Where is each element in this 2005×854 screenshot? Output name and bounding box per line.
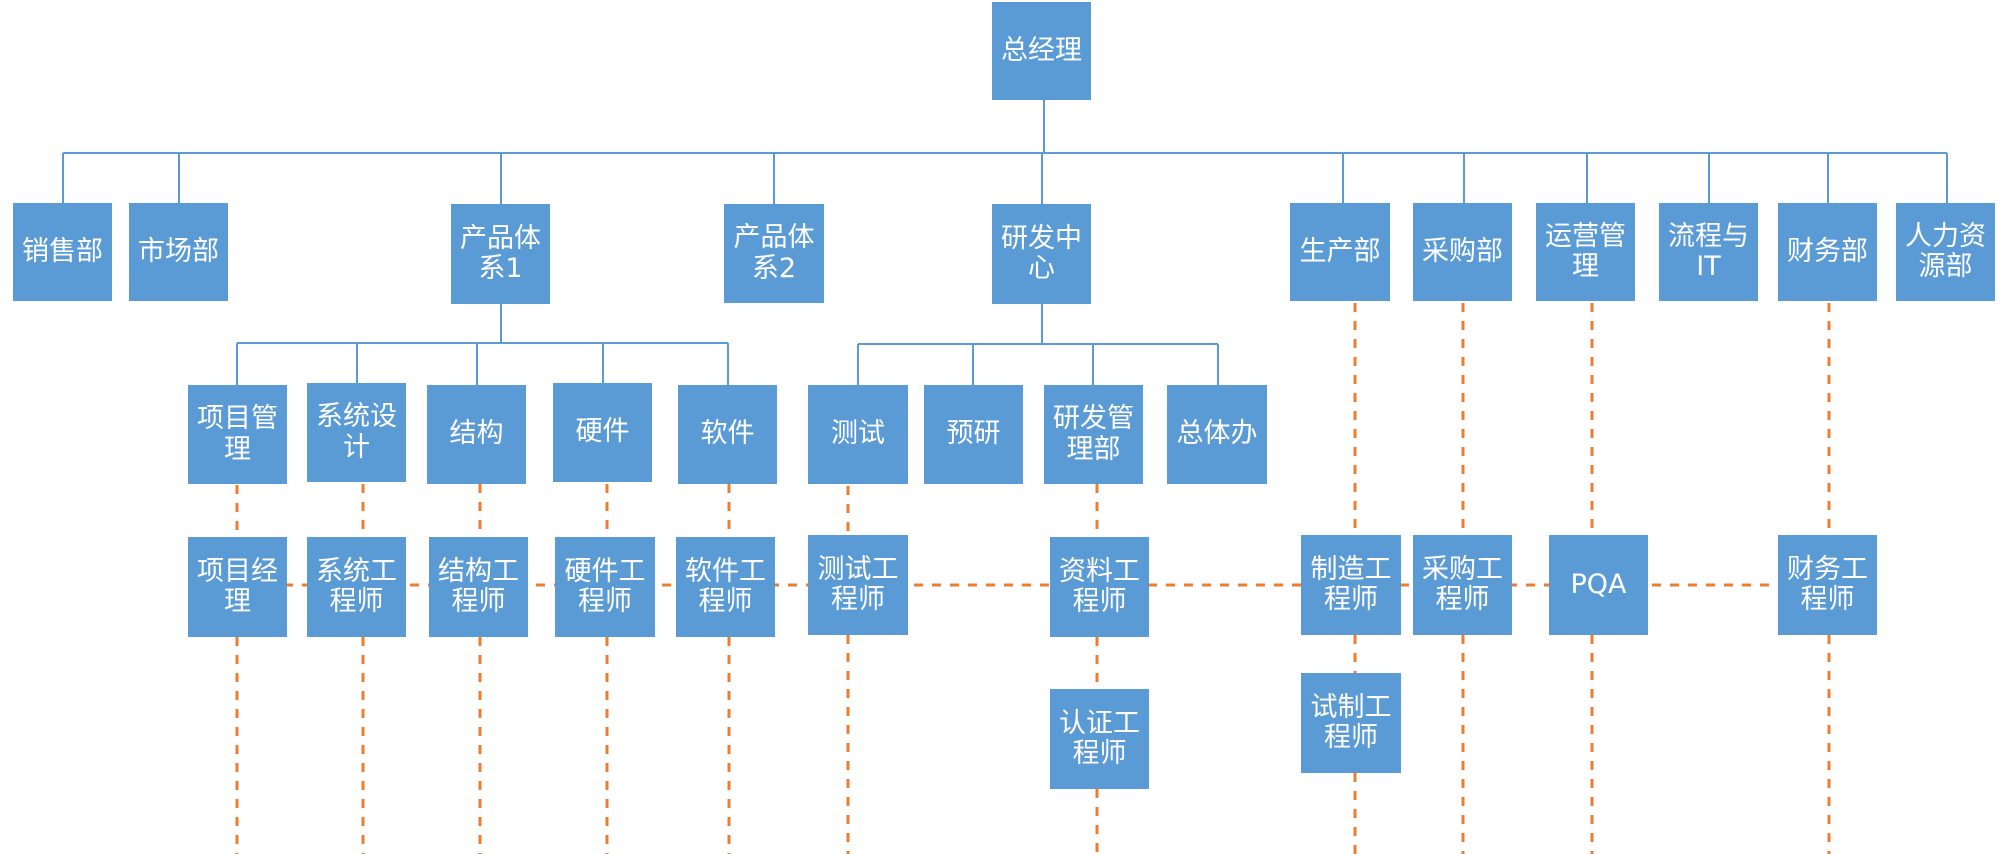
- node-label: 项目经理: [197, 555, 278, 617]
- node-trial-production-engineer: 试制工程师: [1301, 673, 1401, 773]
- node-label: 财务工程师: [1787, 553, 1868, 615]
- node-label: 研发中心: [1001, 222, 1082, 284]
- node-general-office: 总体办: [1167, 385, 1267, 484]
- node-testing: 测试: [808, 385, 908, 484]
- hierarchy-lines: [62, 100, 1948, 385]
- node-system-design: 系统设计: [307, 383, 406, 482]
- node-label: 软件工程师: [685, 555, 766, 617]
- node-label: 总经理: [1001, 34, 1082, 66]
- node-pqa: PQA: [1549, 535, 1648, 635]
- node-label: 试制工程师: [1310, 691, 1392, 753]
- node-pre-research: 预研: [924, 385, 1023, 484]
- node-label: 预研: [946, 418, 1001, 450]
- node-production-dept: 生产部: [1290, 203, 1390, 301]
- node-label: 系统工程师: [316, 555, 397, 617]
- node-system-engineer: 系统工程师: [307, 537, 406, 637]
- node-label: 研发管理部: [1053, 403, 1134, 465]
- matrix-dashed-lines: [235, 303, 1831, 854]
- node-label: 硬件工程师: [564, 555, 646, 617]
- node-label: 总体办: [1176, 418, 1258, 450]
- node-structure: 结构: [427, 385, 526, 484]
- node-label: 项目管理: [197, 403, 278, 465]
- node-hardware-engineer: 硬件工程师: [555, 537, 655, 637]
- node-label: 财务部: [1787, 235, 1868, 267]
- node-structure-engineer: 结构工程师: [429, 537, 528, 637]
- node-purchasing-dept: 采购部: [1413, 203, 1512, 301]
- node-finance-dept: 财务部: [1778, 203, 1877, 301]
- node-purchasing-engineer: 采购工程师: [1413, 535, 1512, 635]
- node-manufacturing-engineer: 制造工程师: [1301, 535, 1401, 635]
- node-label: 制造工程师: [1310, 553, 1392, 615]
- node-label: 结构: [449, 418, 504, 450]
- node-label: 采购部: [1422, 235, 1503, 267]
- node-label: 生产部: [1299, 235, 1381, 267]
- node-label: 销售部: [22, 235, 103, 267]
- node-label: 运营管理: [1545, 220, 1626, 282]
- node-software: 软件: [678, 385, 777, 484]
- node-label: 市场部: [138, 235, 219, 267]
- node-test-engineer: 测试工程师: [808, 535, 908, 635]
- node-label: 资料工程师: [1059, 555, 1140, 617]
- node-label: PQA: [1570, 568, 1627, 600]
- node-finance-engineer: 财务工程师: [1778, 535, 1877, 635]
- node-label: 硬件: [575, 416, 630, 448]
- node-software-engineer: 软件工程师: [676, 537, 775, 637]
- node-label: 测试: [831, 418, 885, 450]
- node-label: 认证工程师: [1059, 707, 1140, 769]
- node-general-manager: 总经理: [992, 2, 1091, 100]
- node-label: 结构工程师: [438, 555, 519, 617]
- node-marketing-dept: 市场部: [129, 203, 228, 301]
- node-documentation-engineer: 资料工程师: [1050, 537, 1149, 637]
- node-label: 产品体系1: [460, 222, 541, 284]
- node-rd-center: 研发中心: [992, 204, 1091, 304]
- node-rd-management: 研发管理部: [1044, 385, 1143, 484]
- node-project-manager: 项目经理: [188, 537, 287, 637]
- node-label: 流程与IT: [1668, 220, 1749, 282]
- node-sales-dept: 销售部: [13, 203, 112, 301]
- node-operations-management: 运营管理: [1536, 203, 1635, 301]
- node-hardware: 硬件: [553, 383, 652, 482]
- node-label: 软件: [700, 418, 755, 450]
- node-label: 采购工程师: [1422, 553, 1503, 615]
- node-certification-engineer: 认证工程师: [1050, 689, 1149, 789]
- node-product-system-2: 产品体系2: [724, 204, 824, 303]
- node-product-system-1: 产品体系1: [451, 204, 550, 304]
- node-label: 产品体系2: [733, 222, 815, 284]
- node-project-management: 项目管理: [188, 385, 287, 484]
- node-label: 测试工程师: [817, 553, 899, 615]
- node-hr-dept: 人力资源部: [1896, 203, 1995, 301]
- node-label: 系统设计: [316, 401, 397, 463]
- node-process-it: 流程与IT: [1659, 203, 1758, 301]
- node-label: 人力资源部: [1905, 220, 1986, 282]
